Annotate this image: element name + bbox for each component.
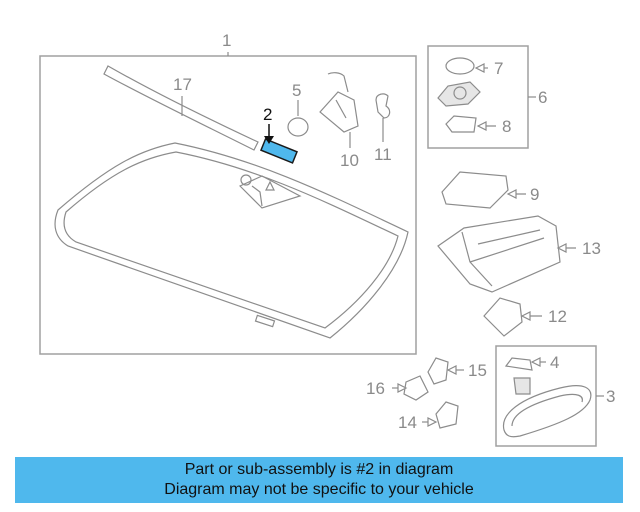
windshield-glass[interactable] (54, 142, 409, 339)
part-16-clip[interactable] (392, 375, 429, 401)
callout-7: 7 (494, 59, 503, 78)
molding-strip-17[interactable] (103, 65, 259, 151)
callout-1: 1 (222, 31, 231, 50)
part-10-sensor-cover[interactable] (319, 72, 359, 148)
callout-3: 3 (606, 387, 615, 406)
callout-10: 10 (340, 151, 359, 170)
callout-4: 4 (550, 353, 559, 372)
callout-13: 13 (582, 239, 601, 258)
part-3-rear-view-mirror[interactable] (502, 377, 592, 438)
part-2-highlighted[interactable] (260, 124, 298, 164)
parts-diagram: 1 2 3 4 5 6 7 8 9 10 11 12 13 14 15 16 1… (39, 31, 615, 447)
part-13-console-housing[interactable] (437, 215, 576, 293)
info-banner: Part or sub-assembly is #2 in diagram Di… (15, 457, 623, 503)
part-14-clip[interactable] (422, 401, 459, 429)
banner-line-1: Part or sub-assembly is #2 in diagram (184, 461, 454, 478)
part-12-bracket[interactable] (483, 297, 542, 337)
sensor-group-frame (427, 45, 529, 149)
part-7-gel-pad[interactable] (445, 57, 488, 75)
callout-15: 15 (468, 361, 487, 380)
callout-16: 16 (366, 379, 385, 398)
banner-line-2: Diagram may not be specific to your vehi… (164, 481, 474, 498)
callout-5: 5 (292, 81, 301, 100)
part-15-clip[interactable] (427, 357, 464, 385)
callout-11: 11 (374, 145, 392, 164)
callout-8: 8 (502, 117, 511, 136)
part-8-sensor-bracket[interactable] (445, 115, 496, 133)
part-5-round-pad[interactable] (287, 100, 309, 137)
callout-17: 17 (173, 75, 192, 94)
part-11-clip[interactable] (375, 93, 391, 142)
part-6-rain-sensor[interactable] (437, 81, 481, 107)
callout-14: 14 (398, 413, 417, 432)
part-9-cover[interactable] (441, 171, 526, 209)
callout-2: 2 (263, 105, 272, 124)
part-4-mirror-mount[interactable] (504, 357, 546, 371)
callout-9: 9 (530, 185, 539, 204)
callout-12: 12 (548, 307, 567, 326)
callout-6: 6 (538, 88, 547, 107)
